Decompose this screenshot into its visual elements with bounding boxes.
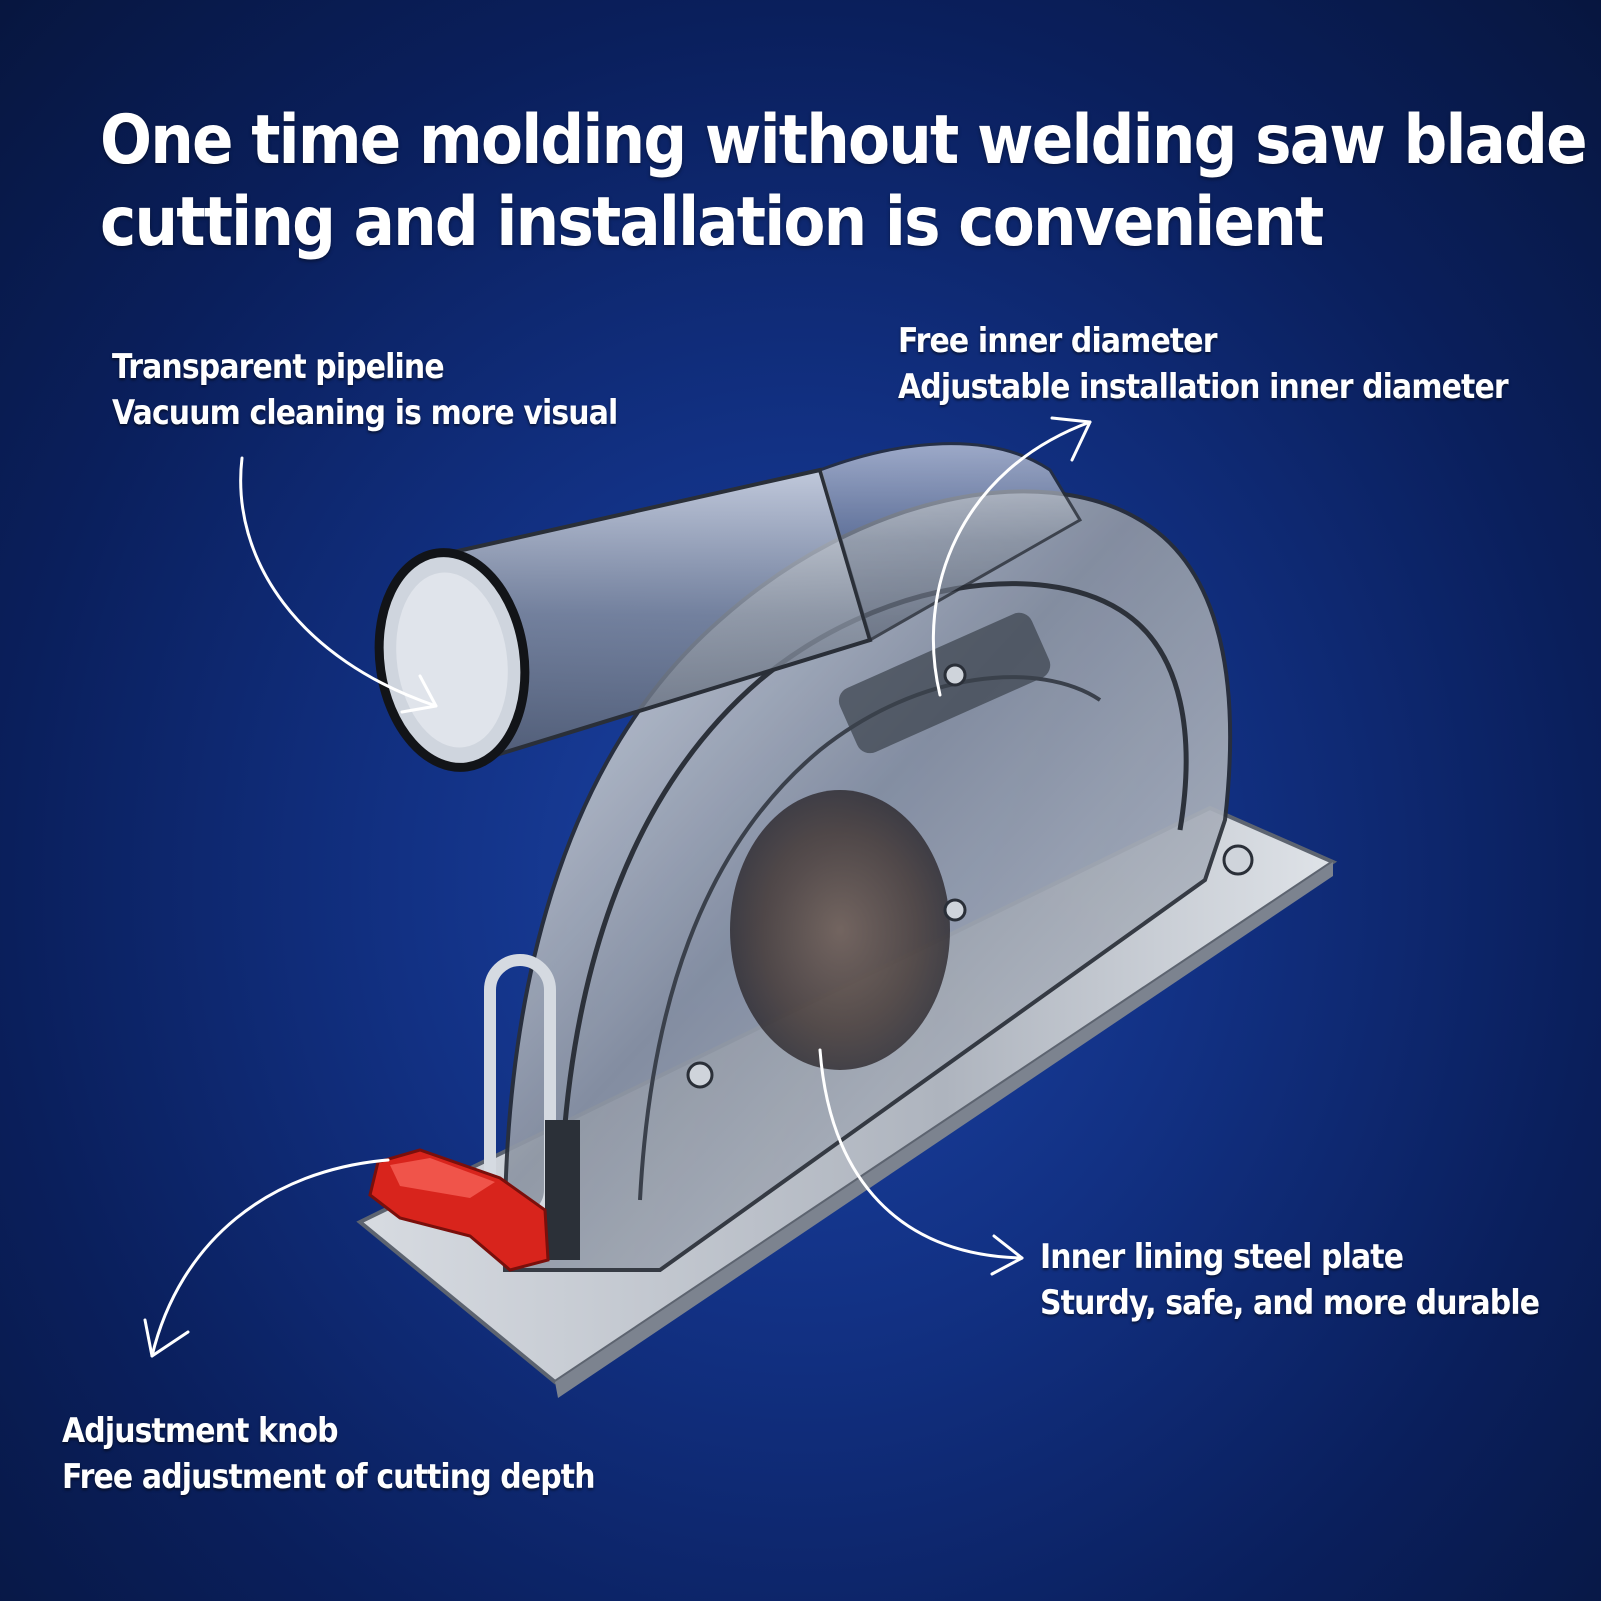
- callout-title: Free inner diameter: [898, 321, 1217, 361]
- callout-adjustment-knob: Adjustment knob Free adjustment of cutti…: [62, 1408, 596, 1500]
- arrow-icon: [150, 1158, 390, 1358]
- arrow-icon: [143, 1318, 190, 1358]
- headline: One time molding without welding saw bla…: [100, 100, 1588, 264]
- depth-bracket: [484, 954, 580, 1260]
- callout-subtitle: Free adjustment of cutting depth: [62, 1457, 596, 1497]
- headline-line-2: cutting and installation is convenient: [100, 183, 1324, 262]
- adjustment-knob: [368, 1148, 550, 1272]
- callout-subtitle: Sturdy, safe, and more durable: [1040, 1283, 1540, 1323]
- callout-subtitle: Adjustable installation inner diameter: [898, 367, 1509, 407]
- callout-inner-lining-steel-plate: Inner lining steel plate Sturdy, safe, a…: [1040, 1234, 1540, 1326]
- callout-subtitle: Vacuum cleaning is more visual: [112, 393, 618, 433]
- vacuum-tube: [374, 442, 1083, 772]
- arrow-icon: [932, 420, 1092, 697]
- arrow-icon: [818, 1048, 1024, 1260]
- arrow-icon: [400, 674, 438, 714]
- callout-free-inner-diameter: Free inner diameter Adjustable installat…: [898, 318, 1509, 410]
- arrow-icon: [990, 1234, 1024, 1276]
- callout-title: Inner lining steel plate: [1040, 1237, 1404, 1277]
- callout-title: Transparent pipeline: [112, 347, 445, 387]
- arrow-icon: [239, 456, 438, 708]
- callout-title: Adjustment knob: [62, 1411, 339, 1451]
- arrow-icon: [1050, 416, 1092, 462]
- headline-line-1: One time molding without welding saw bla…: [100, 101, 1588, 180]
- callout-transparent-pipeline: Transparent pipeline Vacuum cleaning is …: [112, 344, 618, 436]
